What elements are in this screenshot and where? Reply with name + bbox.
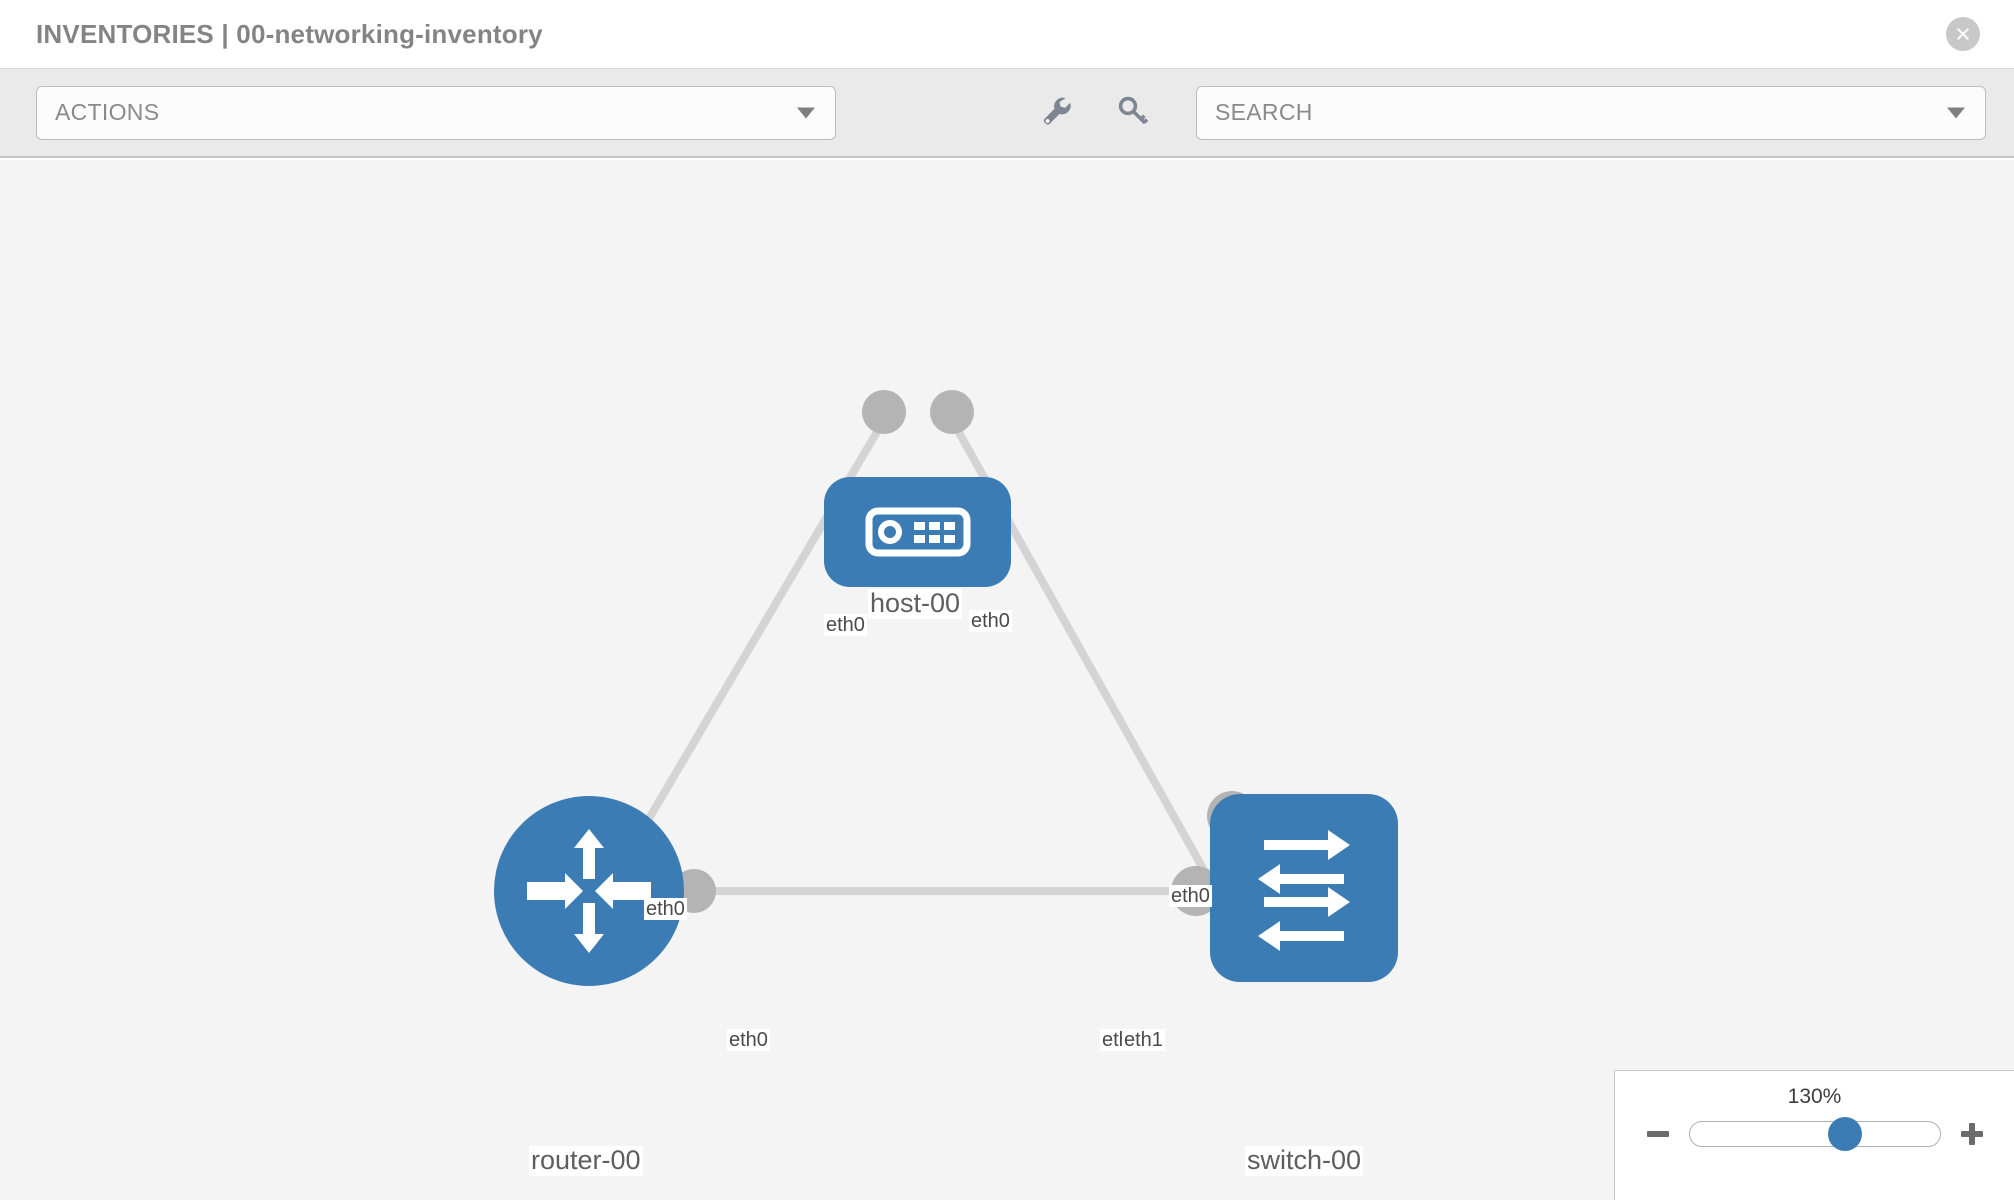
- switch-arrows-icon: [1258, 830, 1350, 951]
- key-icon[interactable]: [1114, 91, 1152, 134]
- wrench-icon[interactable]: [1036, 91, 1074, 134]
- port-host-right[interactable]: [930, 390, 974, 434]
- toolbar: ACTIONS SEARCH: [0, 68, 2014, 158]
- topology-ports: [672, 390, 1257, 916]
- iface-label-router-up: eth0: [644, 898, 687, 920]
- iface-label-switch-left: eth1: [1122, 1029, 1165, 1051]
- node-label-switch: switch-00: [1245, 1145, 1364, 1176]
- node-switch-00[interactable]: [1210, 794, 1398, 982]
- iface-label-router-right: eth0: [727, 1029, 770, 1051]
- search-placeholder: SEARCH: [1215, 99, 1313, 125]
- chevron-down-icon: [1947, 107, 1965, 118]
- close-icon[interactable]: [1946, 17, 1980, 51]
- iface-label-host-right: eth0: [969, 610, 1012, 632]
- iface-label-switch-up: eth0: [1169, 885, 1212, 907]
- node-label-router: router-00: [529, 1145, 643, 1176]
- topology-canvas[interactable]: host-00 router-00 switch-00 eth0 eth0 et…: [0, 160, 2014, 1200]
- page-title: INVENTORIES | 00-networking-inventory: [36, 18, 543, 49]
- zoom-slider[interactable]: [1688, 1117, 1941, 1151]
- node-label-host: host-00: [868, 588, 963, 619]
- page-header: INVENTORIES | 00-networking-inventory: [0, 0, 2014, 68]
- actions-dropdown-label: ACTIONS: [55, 99, 160, 125]
- zoom-percent-label: 130%: [1787, 1085, 1842, 1108]
- server-icon: [865, 507, 971, 557]
- actions-dropdown[interactable]: ACTIONS: [36, 85, 836, 140]
- iface-label-host-left: eth0: [824, 614, 867, 636]
- node-router-00[interactable]: [494, 796, 684, 986]
- port-host-left[interactable]: [862, 390, 906, 434]
- search-input[interactable]: SEARCH: [1196, 85, 1986, 140]
- chevron-down-icon: [797, 107, 815, 118]
- zoom-slider-thumb[interactable]: [1827, 1117, 1862, 1151]
- plus-icon[interactable]: [1959, 1121, 1985, 1147]
- toolbar-icons: [1036, 91, 1152, 134]
- node-host-00[interactable]: [824, 477, 1011, 587]
- router-arrows-icon: [527, 829, 651, 953]
- minus-icon[interactable]: [1645, 1121, 1671, 1147]
- zoom-control-panel: 130%: [1614, 1070, 2014, 1200]
- topology-graph: [494, 390, 1398, 986]
